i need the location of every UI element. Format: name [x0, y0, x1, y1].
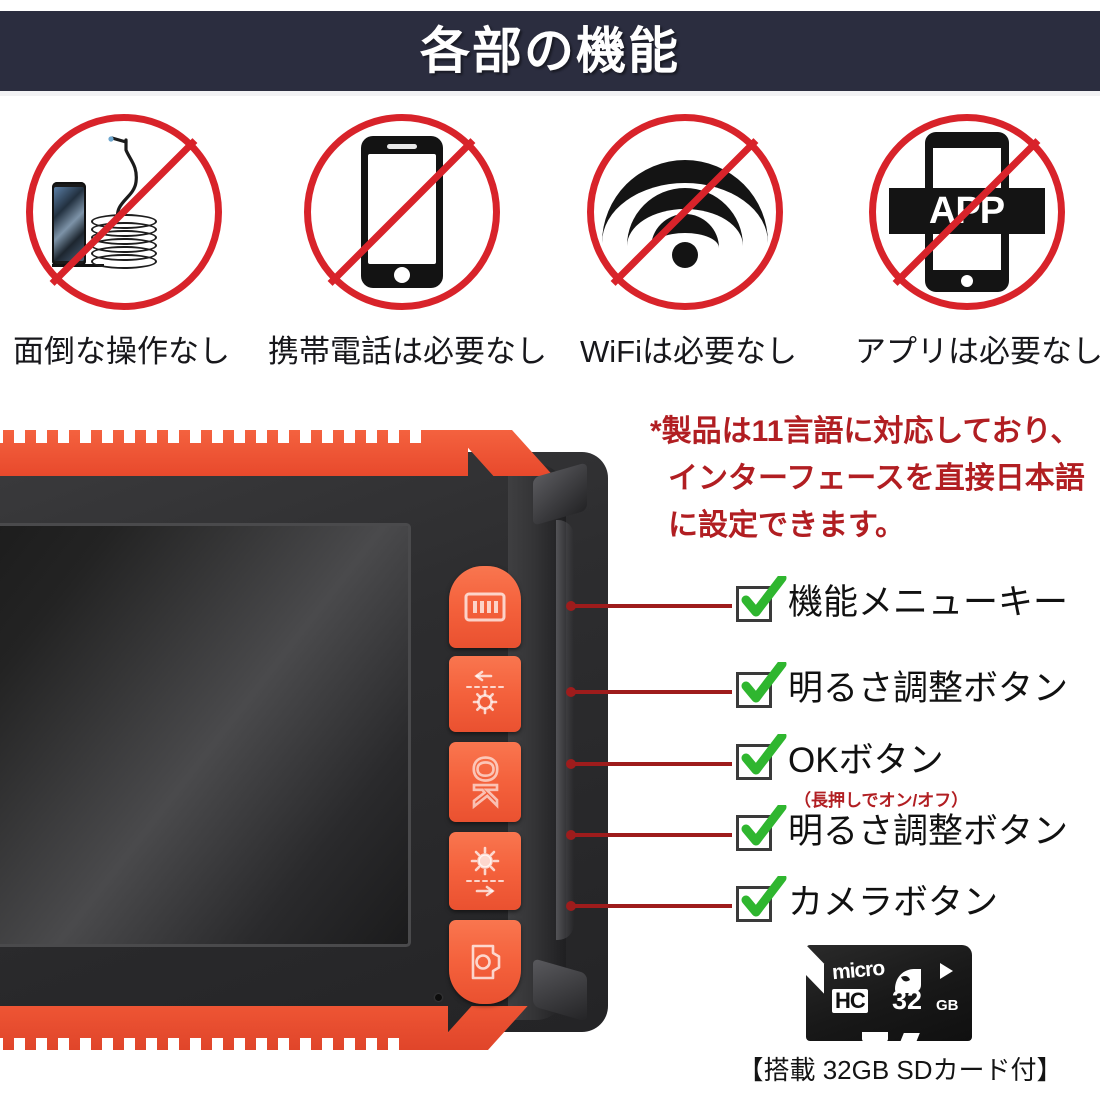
- brightness-down-button-icon: [449, 656, 521, 732]
- card-micro-text: micro: [831, 956, 886, 985]
- card-corner-notch: [806, 945, 824, 994]
- callout-label-2: OKボタン: [788, 741, 944, 780]
- leader-line-3: [566, 830, 732, 840]
- no-feature-label-1: 携帯電話は必要なし: [268, 334, 547, 369]
- checkbox-frame: [736, 586, 772, 622]
- menu-button-icon: [449, 566, 521, 648]
- card-hc-text: HC: [832, 989, 868, 1013]
- camera-button[interactable]: [449, 920, 521, 1004]
- microsd-card-body: micro HC 32 GB: [806, 945, 972, 1042]
- card-bottom-notch: [862, 1032, 888, 1042]
- no-feature-item-1: 携帯電話は必要なし: [268, 100, 547, 400]
- prohibition-slash: [304, 114, 500, 310]
- header-banner: 各部の機能: [0, 11, 1100, 91]
- no-feature-item-2: WiFiは必要なし: [551, 100, 826, 400]
- endoscope-device: OK: [0, 430, 648, 1050]
- device-bottom-orange-strip: [0, 1006, 528, 1050]
- device-edge-highlight: [556, 520, 574, 940]
- card-bottom-notch-2: [900, 1033, 920, 1042]
- no-feature-item-3: APP アプリは必要なし: [833, 100, 1100, 400]
- prohibition-slash: [587, 114, 783, 310]
- callout-sublabel-2: （長押しでオン/オフ）: [794, 791, 969, 810]
- prohibition-slash: [869, 114, 1065, 310]
- sensor-hole: [435, 994, 442, 1001]
- device-top-orange-strip: [0, 430, 554, 476]
- sd-card-caption: 【搭載 32GB SDカード付】: [737, 1055, 1063, 1085]
- ok-button-label: OK: [466, 755, 506, 809]
- ok-button-icon: OK: [466, 755, 506, 809]
- header-underline: [0, 91, 1100, 96]
- leader-line-2: [566, 759, 732, 769]
- callout-label-3: 明るさ調整ボタン: [788, 812, 1069, 851]
- leader-line-1: [566, 687, 732, 697]
- callout-label-4: カメラボタン: [788, 883, 999, 922]
- language-note: *製品は11言語に対応しており、 インターフェースを直接日本語 に設定できます。: [650, 408, 1100, 549]
- top-white-strip: [0, 0, 1100, 11]
- language-note-line-3: に設定できます。: [668, 509, 905, 542]
- checkbox-frame: [736, 815, 772, 851]
- callout-label-1: 明るさ調整ボタン: [788, 669, 1069, 708]
- leader-line-4: [566, 901, 732, 911]
- no-feature-label-3: アプリは必要なし: [855, 334, 1100, 369]
- bottom-teeth-pattern: [0, 1038, 428, 1050]
- no-feature-item-0: 面倒な操作なし: [0, 100, 265, 400]
- menu-button[interactable]: [449, 566, 521, 648]
- checkbox-frame: [736, 672, 772, 708]
- leader-line-0: [566, 601, 732, 611]
- card-printing: micro HC 32 GB: [831, 956, 959, 1025]
- checkbox-frame: [736, 886, 772, 922]
- top-teeth-pattern: [0, 430, 448, 443]
- no-feature-row: 面倒な操作なし 携帯電話は必要なし: [0, 100, 1100, 400]
- checkbox-frame: [736, 744, 772, 780]
- ok-button[interactable]: OK: [449, 742, 521, 822]
- prohibition-slash: [26, 114, 222, 310]
- card-capacity-text: 32: [892, 985, 923, 1015]
- device-lcd-screen: [0, 526, 408, 944]
- callout-label-0: 機能メニューキー: [788, 583, 1069, 622]
- sd-logo-icon: [890, 963, 926, 999]
- language-note-line-2: インターフェースを直接日本語: [668, 462, 1085, 495]
- camera-button-icon: [449, 920, 521, 1004]
- no-feature-label-0: 面倒な操作なし: [13, 334, 230, 369]
- brightness-up-button-icon: [449, 832, 521, 910]
- card-arrow-icon: [940, 963, 953, 979]
- brightness-down-button[interactable]: [449, 656, 521, 732]
- no-feature-label-2: WiFiは必要なし: [580, 334, 797, 369]
- microsd-card-graphic: micro HC 32 GB: [806, 945, 972, 1053]
- language-note-line-1: *製品は11言語に対応しており、: [650, 415, 1081, 448]
- card-unit-text: GB: [936, 997, 959, 1014]
- page-title: 各部の機能: [420, 23, 680, 79]
- brightness-up-button[interactable]: [449, 832, 521, 910]
